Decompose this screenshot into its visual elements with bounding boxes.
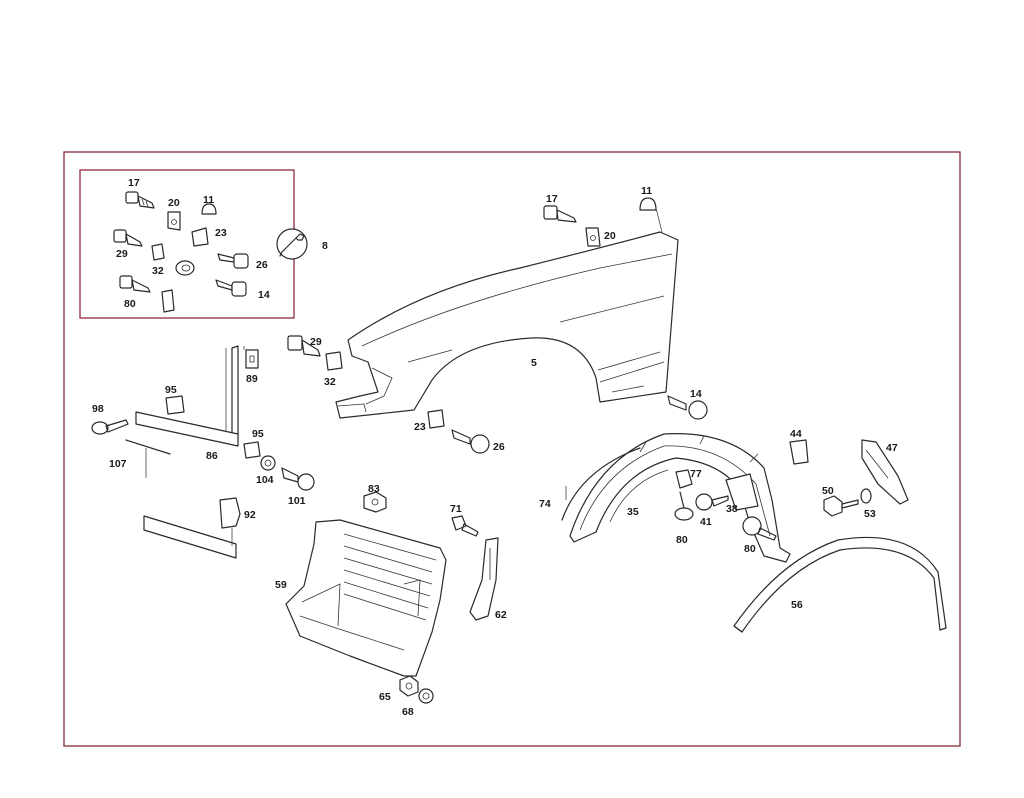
screw-29 — [287, 335, 321, 357]
callout-59: 59 — [275, 579, 287, 591]
callout-101: 101 — [288, 495, 306, 507]
kit-callout-8: 8 — [322, 240, 328, 252]
callout-14: 14 — [690, 388, 702, 400]
kit-callout-17: 17 — [128, 177, 140, 189]
callout-50: 50 — [822, 485, 834, 497]
cap-11 — [639, 197, 663, 233]
kit-grommet — [175, 260, 195, 276]
callout-20: 20 — [604, 230, 616, 242]
bracket-89 — [245, 349, 259, 369]
callout-32: 32 — [324, 376, 336, 388]
callout-29: 29 — [310, 336, 322, 348]
callout-92: 92 — [244, 509, 256, 521]
kit-callout-26: 26 — [256, 259, 268, 271]
kit-callout-20: 20 — [168, 197, 180, 209]
rod-74 — [561, 447, 641, 521]
screw-26 — [451, 429, 490, 454]
callout-56: 56 — [791, 599, 803, 611]
kit-callout-80: 80 — [124, 298, 136, 310]
clip-77 — [675, 469, 693, 489]
support-rail-86 — [135, 345, 239, 447]
seal-56 — [733, 536, 947, 633]
clip-23 — [427, 409, 445, 429]
rod-107 — [125, 439, 171, 478]
clip-95 — [243, 441, 261, 459]
diagram-frame — [63, 151, 961, 747]
screw-17 — [543, 205, 577, 223]
bracket-92 — [143, 497, 241, 559]
kit-screw-80 — [119, 275, 151, 293]
kit-callout-23: 23 — [215, 227, 227, 239]
callout-47: 47 — [886, 442, 898, 454]
callout-26: 26 — [493, 441, 505, 453]
callout-107: 107 — [109, 458, 127, 470]
clip-44 — [789, 439, 809, 465]
callout-23: 23 — [414, 421, 426, 433]
callout-53: 53 — [864, 508, 876, 520]
callout-17: 17 — [546, 193, 558, 205]
callout-89: 89 — [246, 373, 258, 385]
kit-screw-17 — [125, 191, 155, 209]
callout-65: 65 — [379, 691, 391, 703]
washer-68 — [418, 688, 434, 704]
callout-5: 5 — [531, 357, 537, 369]
nut-65 — [399, 675, 419, 697]
clip-32 — [325, 351, 343, 371]
callout-98: 98 — [92, 403, 104, 415]
callout-80-left: 80 — [676, 534, 688, 546]
callout-68: 68 — [402, 706, 414, 718]
callout-44: 44 — [790, 428, 802, 440]
callout-74: 74 — [539, 498, 551, 510]
kit-clip-32 — [151, 243, 165, 261]
kit-clip-20 — [167, 211, 181, 231]
clip-20 — [585, 227, 601, 247]
washer-104 — [260, 455, 276, 471]
callout-41: 41 — [700, 516, 712, 528]
callout-83: 83 — [368, 483, 380, 495]
kit-screw-26 — [217, 253, 249, 269]
kit-callout-32: 32 — [152, 265, 164, 277]
callout-104: 104 — [256, 474, 274, 486]
nut-83 — [363, 491, 387, 513]
callout-35: 35 — [627, 506, 639, 518]
wrench-icon — [276, 228, 308, 260]
callout-62: 62 — [495, 609, 507, 621]
kit-nut-23 — [191, 227, 209, 247]
kit-callout-29: 29 — [116, 248, 128, 260]
callout-80-right: 80 — [744, 543, 756, 555]
screw-80-right — [742, 516, 777, 541]
kit-screw-14 — [215, 279, 247, 297]
callout-77: 77 — [690, 468, 702, 480]
screw-80 — [674, 491, 694, 521]
callout-11: 11 — [641, 185, 652, 197]
screw-41 — [695, 493, 729, 511]
callout-71: 71 — [450, 503, 462, 515]
screw-101 — [281, 467, 315, 491]
callout-86: 86 — [206, 450, 218, 462]
kit-clip-small — [161, 289, 175, 313]
screw-71 — [451, 515, 479, 537]
kit-callout-14: 14 — [258, 289, 270, 301]
bracket-47 — [861, 439, 909, 505]
kit-callout-11: 11 — [203, 194, 214, 206]
washer-53 — [860, 488, 872, 504]
screw-14 — [667, 395, 708, 420]
screw-98 — [91, 419, 129, 435]
kit-cap-11 — [201, 203, 217, 215]
kit-screw-29 — [113, 229, 143, 247]
air-duct-59 — [285, 519, 447, 677]
callout-95-lower: 95 — [252, 428, 264, 440]
bracket-62 — [469, 537, 499, 621]
callout-38: 38 — [726, 503, 738, 515]
fastener-kit-box: 17 20 11 29 23 32 26 80 14 8 — [79, 169, 328, 319]
fender — [335, 231, 679, 419]
callout-95-upper: 95 — [165, 384, 177, 396]
screw-50 — [823, 495, 859, 517]
